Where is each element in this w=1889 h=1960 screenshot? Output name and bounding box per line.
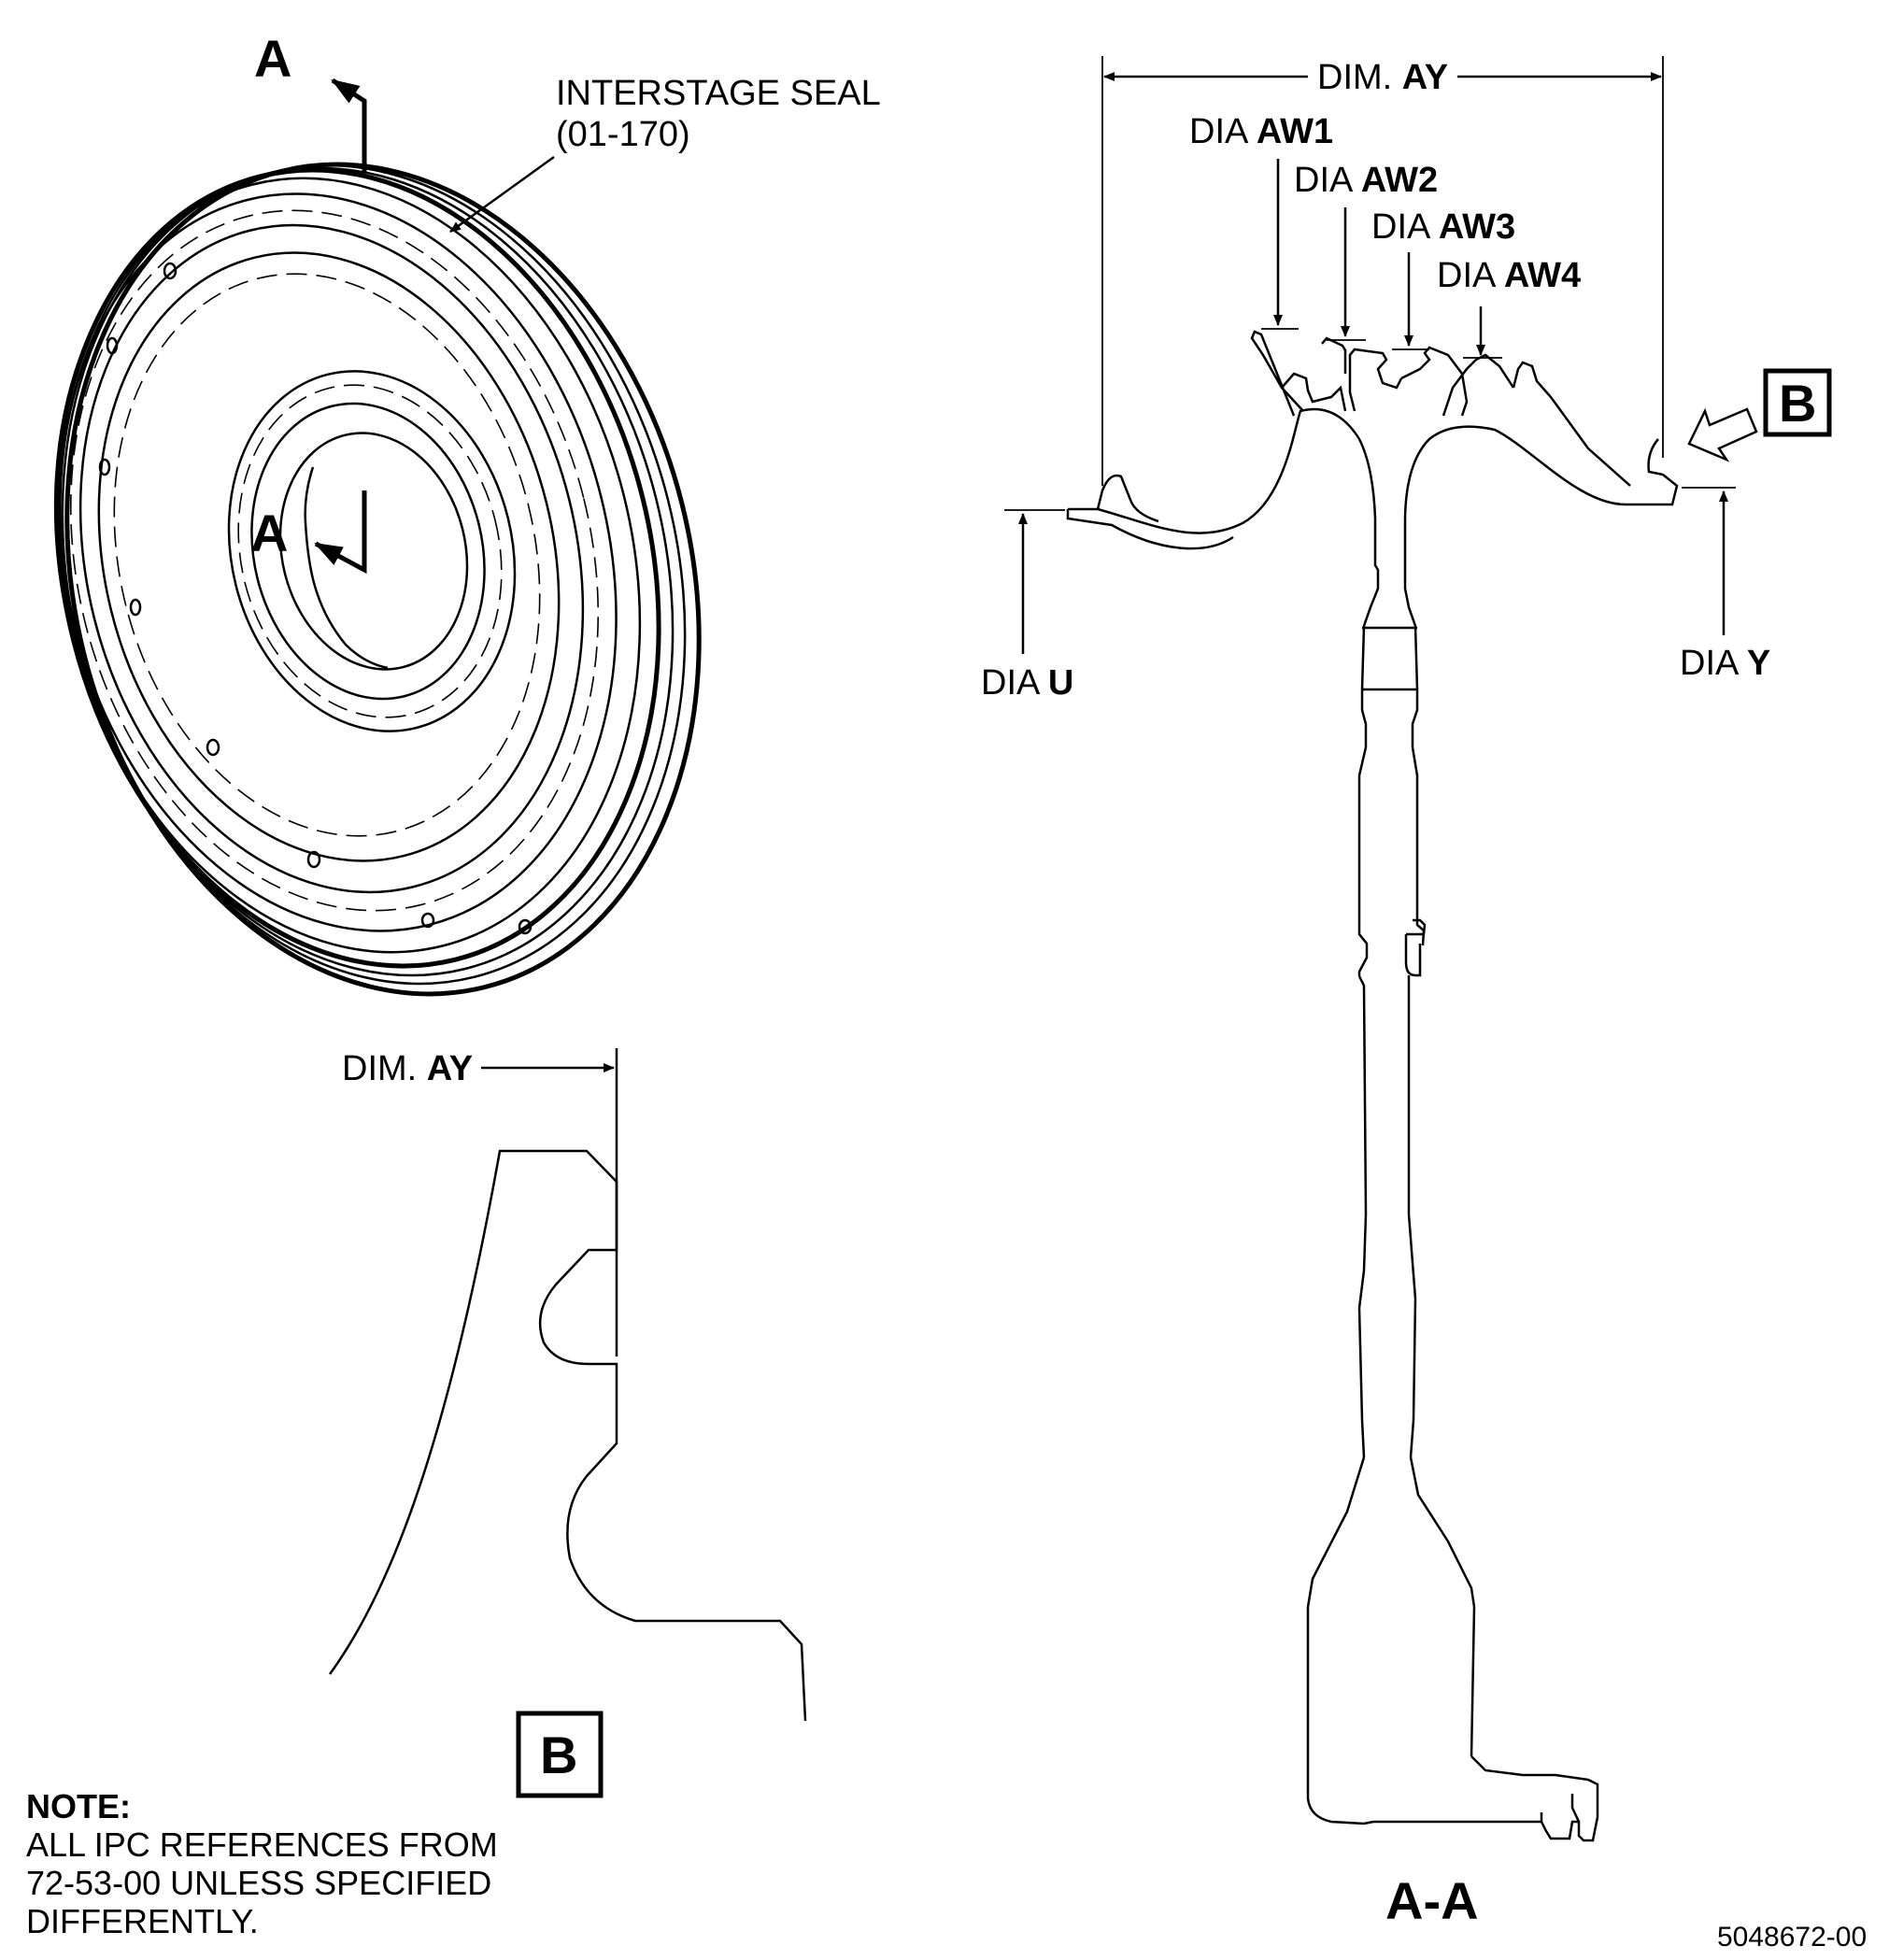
detail-b-label: B — [540, 1726, 577, 1784]
svg-text:DIA AW2: DIA AW2 — [1294, 161, 1438, 200]
figure-number: 5048672-00 — [1717, 1922, 1867, 1953]
dia-aw1-label: AW1 — [1257, 112, 1333, 151]
section-marker-a-center: A — [250, 504, 288, 562]
bolt-holes — [98, 262, 533, 935]
dia-aw3-label: AW3 — [1439, 207, 1515, 247]
svg-text:DIA AW4: DIA AW4 — [1437, 256, 1581, 295]
view-b-arrow: B — [1687, 368, 1832, 462]
detail-b-view: DIM. AY B — [328, 1048, 807, 1798]
svg-text:DIA AW1: DIA AW1 — [1189, 112, 1333, 151]
dim-ay-name-top: AY — [1402, 58, 1448, 97]
svg-text:DIA Y: DIA Y — [1680, 644, 1770, 683]
section-cut-marker-top: A — [254, 29, 367, 173]
dia-aw3-prefix: DIA — [1371, 207, 1439, 247]
dia-aw4-label: AW4 — [1504, 256, 1581, 295]
view-b-box — [1763, 368, 1832, 437]
dim-ay-name-detail: AY — [427, 1049, 473, 1088]
svg-text:DIA AW3: DIA AW3 — [1371, 207, 1515, 247]
detail-b-box — [516, 1711, 604, 1798]
note-line-2: 72-53-00 UNLESS SPECIFIED — [26, 1864, 491, 1902]
part-callout: INTERSTAGE SEAL (01-170) — [449, 74, 881, 234]
part-number-label: (01-170) — [556, 115, 690, 154]
section-cut-marker-center: A — [250, 490, 367, 575]
section-marker-a-top: A — [254, 29, 291, 88]
dia-aw2-prefix: DIA — [1294, 161, 1361, 200]
seal-isometric-view — [53, 162, 702, 997]
dia-aw4-prefix: DIA — [1437, 256, 1504, 295]
dia-aw2-label: AW2 — [1361, 161, 1438, 200]
dia-u-callout: DIA U — [981, 509, 1073, 703]
note-heading: NOTE: — [26, 1787, 131, 1825]
dim-ay-prefix-detail: DIM. — [342, 1049, 427, 1088]
svg-text:DIM. AY: DIM. AY — [1317, 58, 1448, 97]
note-block: NOTE: ALL IPC REFERENCES FROM 72-53-00 U… — [26, 1787, 498, 1940]
section-a-a-view — [1066, 330, 1679, 1842]
scalloped-bore-edge — [304, 466, 389, 670]
note-line-3: DIFFERENTLY. — [26, 1902, 259, 1940]
svg-text:DIA U: DIA U — [981, 663, 1073, 703]
dia-u-label: U — [1048, 663, 1073, 703]
dia-u-prefix: DIA — [981, 663, 1048, 703]
dia-y-callout: DIA Y — [1680, 487, 1770, 683]
dia-y-prefix: DIA — [1680, 644, 1747, 683]
dia-aw-callouts: DIA AW1 DIA AW2 DIA AW3 DIA AW4 — [1189, 112, 1581, 359]
part-name-label: INTERSTAGE SEAL — [556, 74, 881, 113]
dim-ay-prefix-top: DIM. — [1317, 58, 1402, 97]
dim-ay-top: DIM. AY — [1101, 56, 1664, 486]
section-title: A-A — [1385, 1871, 1479, 1930]
view-b-label: B — [1779, 374, 1816, 433]
note-line-1: ALL IPC REFERENCES FROM — [26, 1825, 498, 1864]
dia-y-label: Y — [1747, 644, 1770, 683]
svg-text:DIM. AY: DIM. AY — [342, 1049, 473, 1088]
dia-aw1-prefix: DIA — [1189, 112, 1257, 151]
